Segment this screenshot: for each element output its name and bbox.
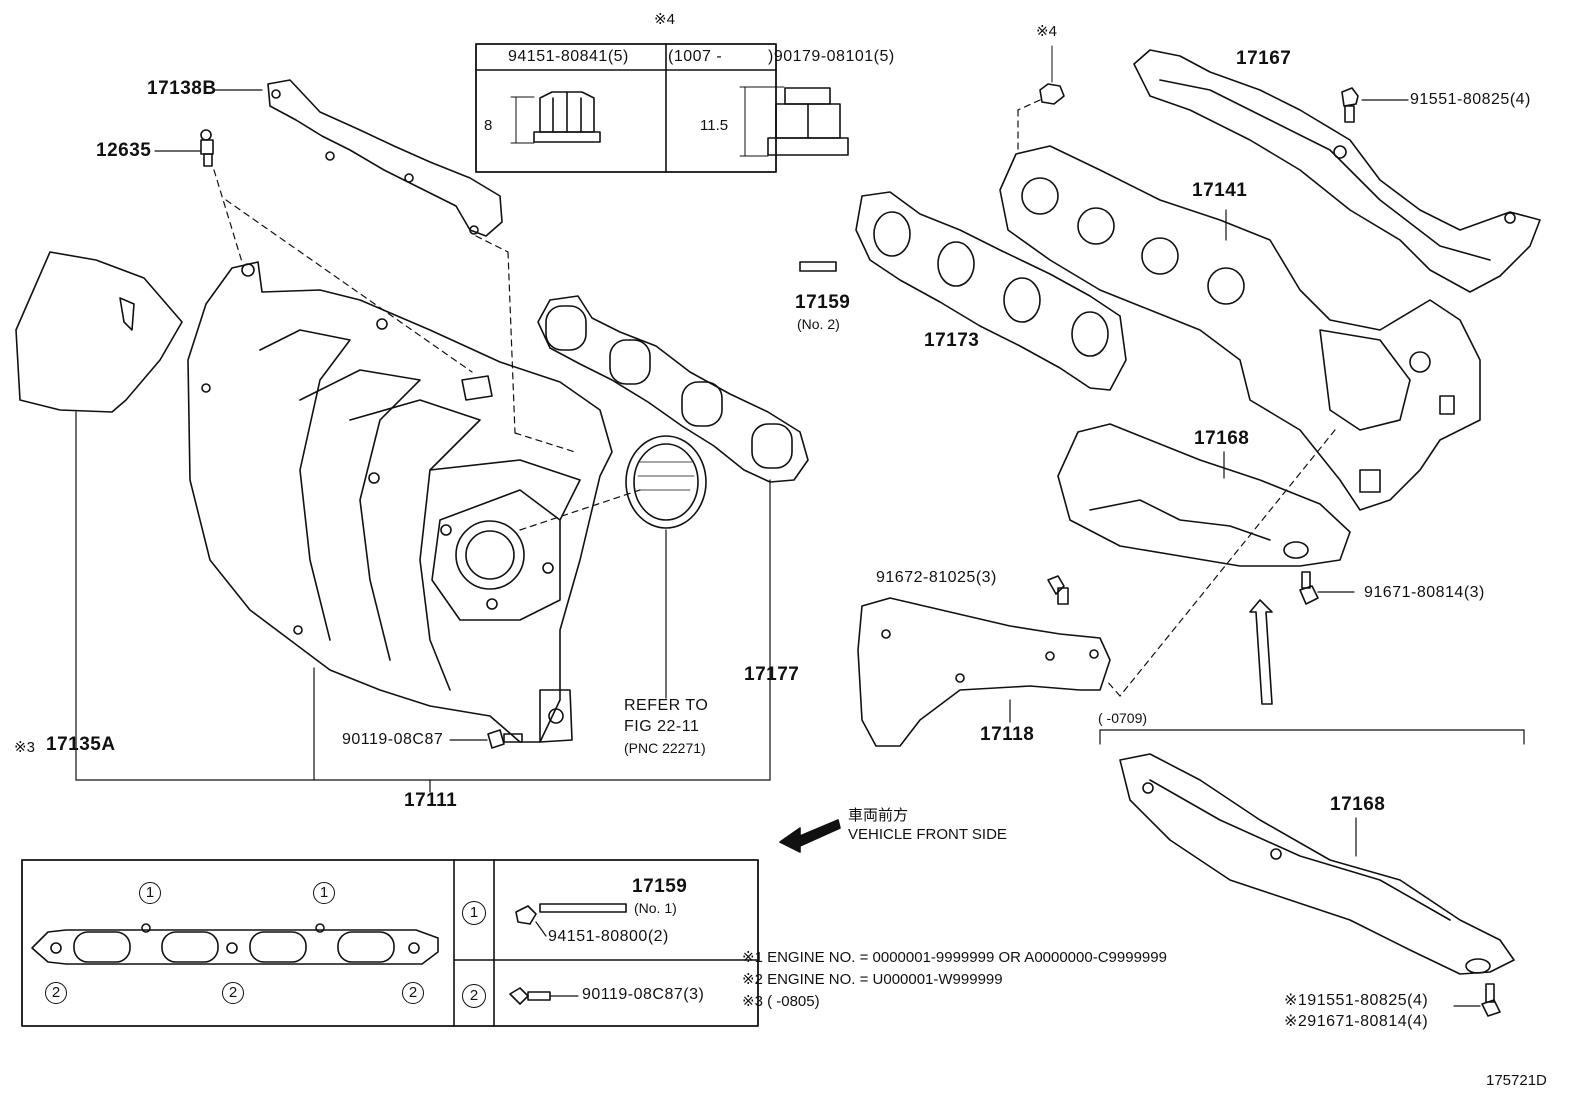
gasket-marker-2c: 2 (402, 982, 424, 1004)
label-17111[interactable]: 17111 (404, 790, 458, 811)
label-12635[interactable]: 12635 (96, 140, 152, 161)
gasket-marker-2a: 2 (45, 982, 67, 1004)
label-17159[interactable]: 17159 (795, 292, 851, 313)
front-jp: 車両前方 (848, 807, 909, 824)
refer-line1: REFER TO (624, 697, 709, 714)
figure-id: 175721D (1486, 1072, 1547, 1089)
gasket-marker-1b: 1 (313, 882, 335, 904)
row-marker-2: 2 (462, 984, 486, 1008)
label-17138b[interactable]: 17138B (147, 78, 217, 99)
bolt-91551 (1341, 87, 1409, 123)
bolt-91672 (1047, 575, 1069, 605)
nut-4 (1039, 45, 1065, 105)
label-17173[interactable]: 17173 (924, 330, 980, 351)
label-90119-08c87[interactable]: 90119-08C87 (342, 731, 444, 748)
nut-table-col1-header: 94151-80841(5) (508, 48, 629, 65)
note-3: ※3 ( -0805) (742, 993, 820, 1010)
bolt-a-label[interactable]: ※191551-80825(4) (1284, 992, 1429, 1009)
fitting-12635 (154, 129, 214, 167)
label-17135a-note: ※3 (14, 739, 35, 756)
label-17177[interactable]: 17177 (744, 664, 800, 685)
nut-table-col2-part: )90179-08101(5) (768, 48, 895, 65)
label-91671-80814-3[interactable]: 91671-80814(3) (1364, 584, 1485, 601)
dashed-leaders (213, 99, 1336, 697)
gasket-detail-box (21, 859, 759, 1027)
refer-line2[interactable]: FIG 22-11 (624, 718, 700, 735)
box-row1-part[interactable]: 17159 (632, 876, 688, 897)
row-marker-1: 1 (462, 901, 486, 925)
box-row2-bolt[interactable]: 90119-08C87(3) (582, 986, 705, 1003)
nut-table-col2-range: (1007 - (668, 48, 723, 65)
front-arrow (779, 819, 841, 853)
bolt-91671 (1299, 571, 1355, 605)
label-17168-b[interactable]: 17168 (1330, 794, 1386, 815)
insulator-17168-a (1057, 423, 1351, 567)
label-17135a[interactable]: 17135A (46, 734, 116, 755)
box-row1-sub: (No. 1) (634, 900, 677, 916)
up-arrow (1249, 599, 1273, 705)
label-17167[interactable]: 17167 (1236, 48, 1292, 69)
gasket-ring-22271 (625, 435, 707, 699)
exhaust-manifold-17141 (999, 145, 1481, 511)
note-1: ※1 ENGINE NO. = 0000001-9999999 OR A0000… (742, 949, 1167, 966)
label-17118[interactable]: 17118 (980, 724, 1035, 745)
gasket-17173 (855, 191, 1127, 391)
bracket-17138b (214, 79, 503, 237)
bracket-17118 (857, 597, 1111, 747)
label-17141[interactable]: 17141 (1192, 180, 1248, 201)
label-17159-sub: (No. 2) (797, 316, 840, 332)
nut-marker: ※4 (1036, 23, 1057, 40)
nut-table-dim2: 11.5 (700, 117, 729, 134)
nut-table (475, 43, 849, 173)
label-91672-81025-3[interactable]: 91672-81025(3) (876, 569, 997, 586)
bolt-90119 (449, 729, 523, 749)
intake-manifold-17111 (187, 261, 613, 781)
note-2: ※2 ENGINE NO. = U000001-W999999 (742, 971, 1003, 988)
gasket-17177 (537, 295, 809, 781)
front-en: VEHICLE FRONT SIDE (848, 826, 1007, 843)
label-91551-80825-4[interactable]: 91551-80825(4) (1410, 91, 1531, 108)
date-range: ( -0709) (1098, 710, 1148, 726)
insulator-17167 (1133, 49, 1541, 293)
insulator-17168-b (1119, 753, 1515, 975)
gasket-marker-2b: 2 (222, 982, 244, 1004)
bolt-lower-right (1453, 983, 1501, 1017)
stud-17159 (799, 261, 837, 272)
refer-line3: (PNC 22271) (624, 740, 706, 756)
box-row1-nut[interactable]: 94151-80800(2) (548, 928, 669, 945)
bolt-b-label[interactable]: ※291671-80814(4) (1284, 1013, 1429, 1030)
label-17168-a[interactable]: 17168 (1194, 428, 1250, 449)
top-note-marker: ※4 (654, 11, 675, 28)
nut-table-dim1: 8 (484, 117, 493, 134)
cover-17135a (15, 251, 183, 781)
date-bracket (1099, 729, 1525, 745)
gasket-marker-1a: 1 (139, 882, 161, 904)
